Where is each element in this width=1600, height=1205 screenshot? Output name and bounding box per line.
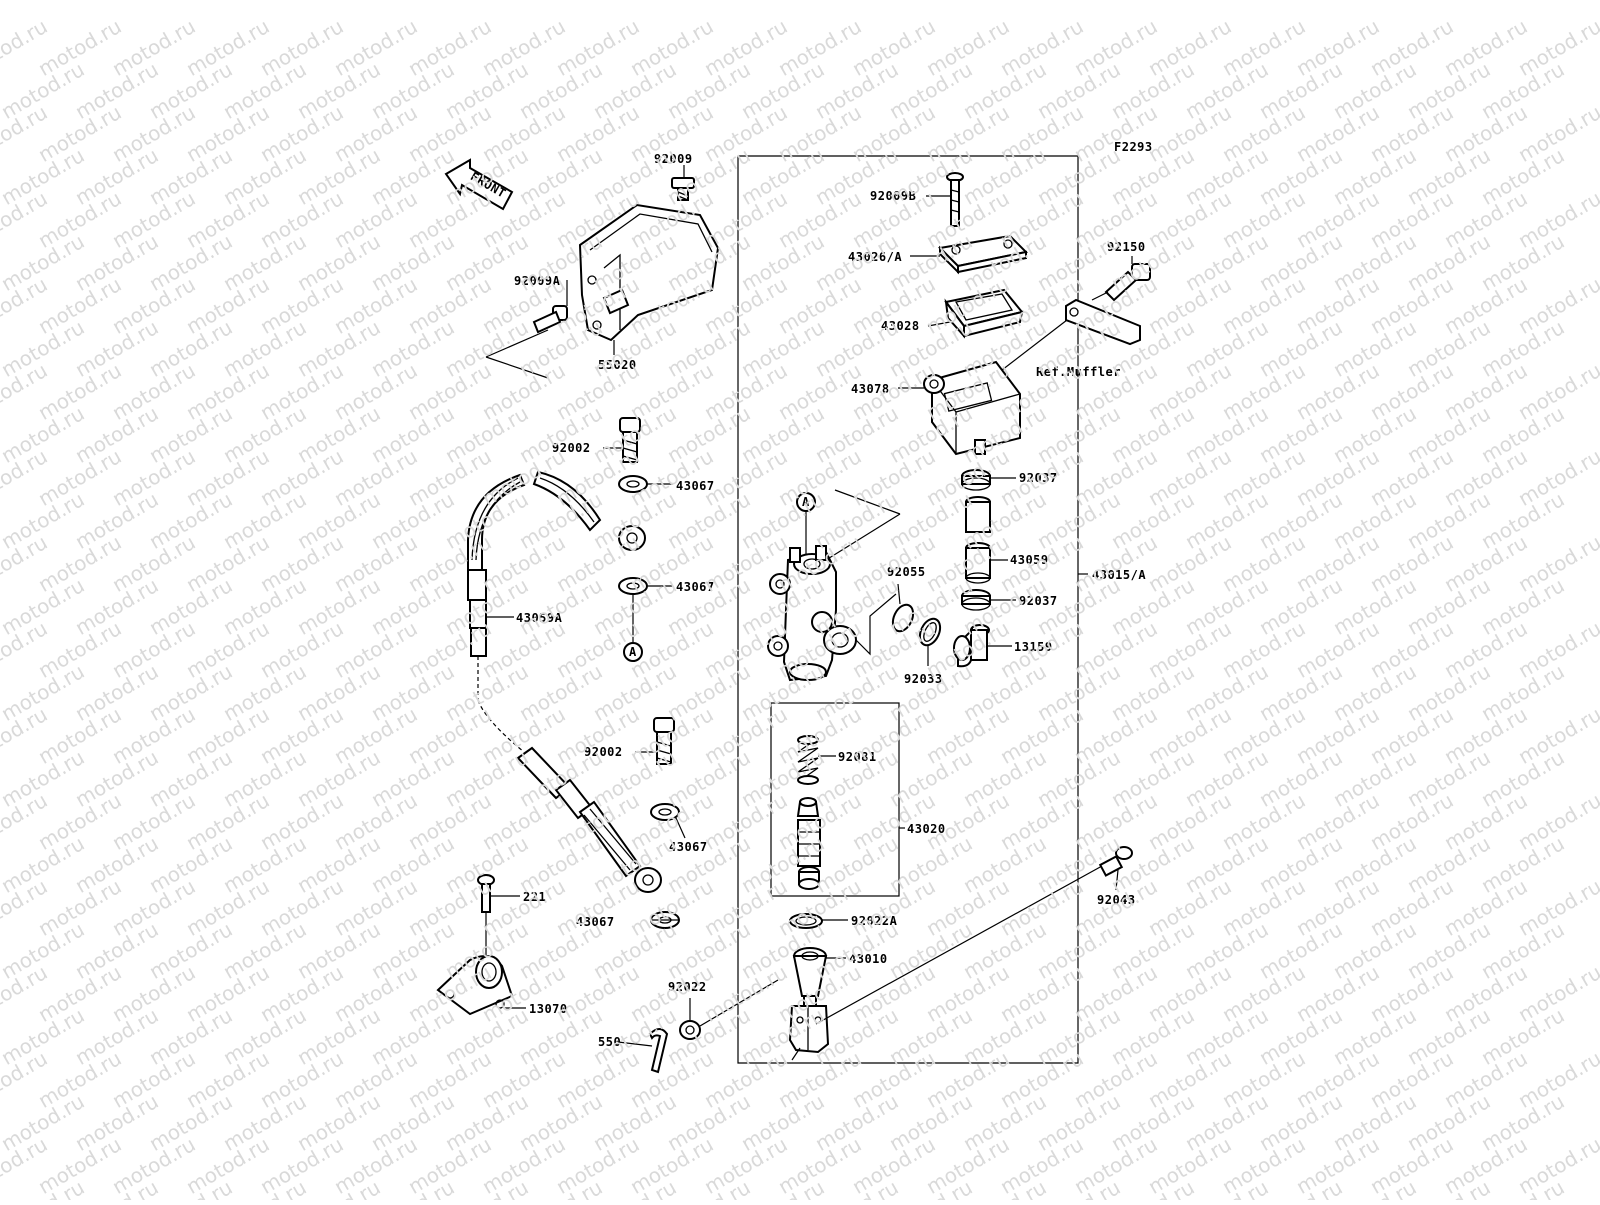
label-43067-4: 43067 bbox=[576, 915, 615, 929]
label-43015a: 43015/A bbox=[1092, 568, 1146, 582]
banjo-bolt-top bbox=[619, 417, 641, 463]
label-92022: 92022 bbox=[668, 980, 707, 994]
label-92009a: 92009A bbox=[514, 274, 561, 288]
circlip-92033 bbox=[918, 617, 942, 647]
label-92037-lower: 92037 bbox=[1019, 594, 1058, 608]
front-arrow: FRONT bbox=[444, 158, 514, 211]
spring-92081 bbox=[797, 735, 819, 785]
ref-a-label-2: A bbox=[802, 495, 810, 509]
screw-92009b bbox=[946, 172, 964, 227]
label-92009: 92009 bbox=[654, 152, 693, 166]
washer-top-1 bbox=[618, 475, 648, 493]
label-43010: 43010 bbox=[849, 952, 888, 966]
label-92022a: 92022A bbox=[851, 914, 898, 928]
reservoir-43078 bbox=[923, 309, 1081, 456]
muffler-bracket bbox=[1065, 298, 1141, 346]
circlip-92022a bbox=[789, 913, 823, 929]
assembly-frame bbox=[737, 155, 1088, 1064]
label-43059a: 43059A bbox=[516, 611, 563, 625]
label-92002-top: 92002 bbox=[552, 441, 591, 455]
label-43020: 43020 bbox=[907, 822, 946, 836]
clamp-92037-lower bbox=[961, 589, 991, 611]
master-cylinder-body: A bbox=[767, 489, 901, 682]
label-43067-2: 43067 bbox=[676, 580, 715, 594]
clamp-92037-upper bbox=[961, 469, 991, 491]
part-labels: 92009 92009A 55020 92002 43067 43067 430… bbox=[514, 152, 1146, 1049]
label-ref-muffler: Ref.Muffler bbox=[1036, 365, 1121, 379]
label-221: 221 bbox=[523, 890, 546, 904]
diaphragm-43028 bbox=[944, 288, 1024, 339]
label-92033: 92033 bbox=[904, 672, 943, 686]
label-92055: 92055 bbox=[887, 565, 926, 579]
label-92043: 92043 bbox=[1097, 893, 1136, 907]
label-55020: 55020 bbox=[598, 358, 637, 372]
label-92009b: 92009B bbox=[870, 189, 916, 203]
label-92002-bottom: 92002 bbox=[584, 745, 623, 759]
label-43026a: 43026/A bbox=[848, 250, 902, 264]
leader-lines bbox=[486, 165, 1133, 1047]
label-92081: 92081 bbox=[838, 750, 877, 764]
label-13159: 13159 bbox=[1014, 640, 1053, 654]
ref-a-label-1: A bbox=[629, 645, 637, 659]
cap-43026a bbox=[937, 234, 1029, 275]
bolt-92009 bbox=[671, 177, 695, 201]
label-550: 550 bbox=[598, 1035, 621, 1049]
label-43067-3: 43067 bbox=[669, 840, 708, 854]
hose-43059 bbox=[965, 496, 991, 584]
washer-92022 bbox=[679, 979, 779, 1040]
cover-55020 bbox=[578, 203, 720, 342]
figure-code: F2293 bbox=[1114, 140, 1153, 154]
o-ring-92055 bbox=[891, 603, 915, 633]
label-43059: 43059 bbox=[1010, 553, 1049, 567]
banjo-bolt-bottom bbox=[653, 717, 675, 765]
piston-kit-43020 bbox=[796, 797, 821, 890]
label-43067-1: 43067 bbox=[676, 479, 715, 493]
elbow-13159 bbox=[953, 624, 990, 668]
bolt-92150 bbox=[1091, 263, 1151, 302]
label-13070: 13070 bbox=[529, 1002, 568, 1016]
washer-bottom-1 bbox=[650, 803, 686, 839]
label-43078: 43078 bbox=[851, 382, 890, 396]
cotter-pin-550 bbox=[648, 1028, 669, 1074]
pin-92043 bbox=[815, 846, 1133, 1025]
label-43028: 43028 bbox=[881, 319, 920, 333]
bracket-13070 bbox=[436, 955, 514, 1016]
push-rod-43010 bbox=[788, 947, 830, 1061]
label-92037-upper: 92037 bbox=[1019, 471, 1058, 485]
washer-top-2: A bbox=[618, 577, 648, 662]
label-92150: 92150 bbox=[1107, 240, 1146, 254]
hose-43059a bbox=[467, 470, 662, 893]
bolt-92009a bbox=[485, 305, 568, 379]
